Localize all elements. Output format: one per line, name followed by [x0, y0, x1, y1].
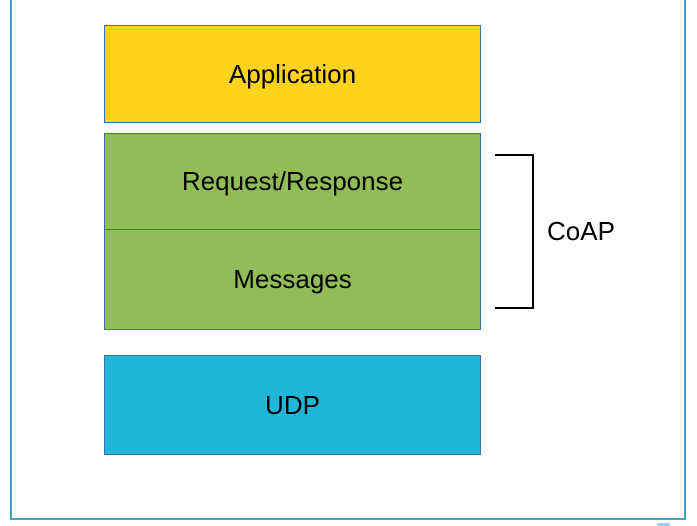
- messages-label: Messages: [233, 263, 352, 294]
- bottom-edge-artifact: [657, 523, 670, 526]
- coap-grouping-bracket: [495, 154, 534, 309]
- coap-layer-box: Request/Response Messages: [104, 133, 481, 330]
- application-layer-box: Application: [104, 25, 481, 123]
- udp-layer-label: UDP: [265, 389, 320, 420]
- messages-sublayer: Messages: [105, 230, 480, 330]
- application-layer-label: Application: [228, 58, 357, 89]
- request-response-label: Request/Response: [181, 165, 404, 196]
- coap-bracket-label: CoAP: [547, 216, 615, 246]
- udp-layer-box: UDP: [104, 355, 481, 455]
- request-response-sublayer: Request/Response: [105, 134, 480, 230]
- page-border-frame: [10, 0, 686, 520]
